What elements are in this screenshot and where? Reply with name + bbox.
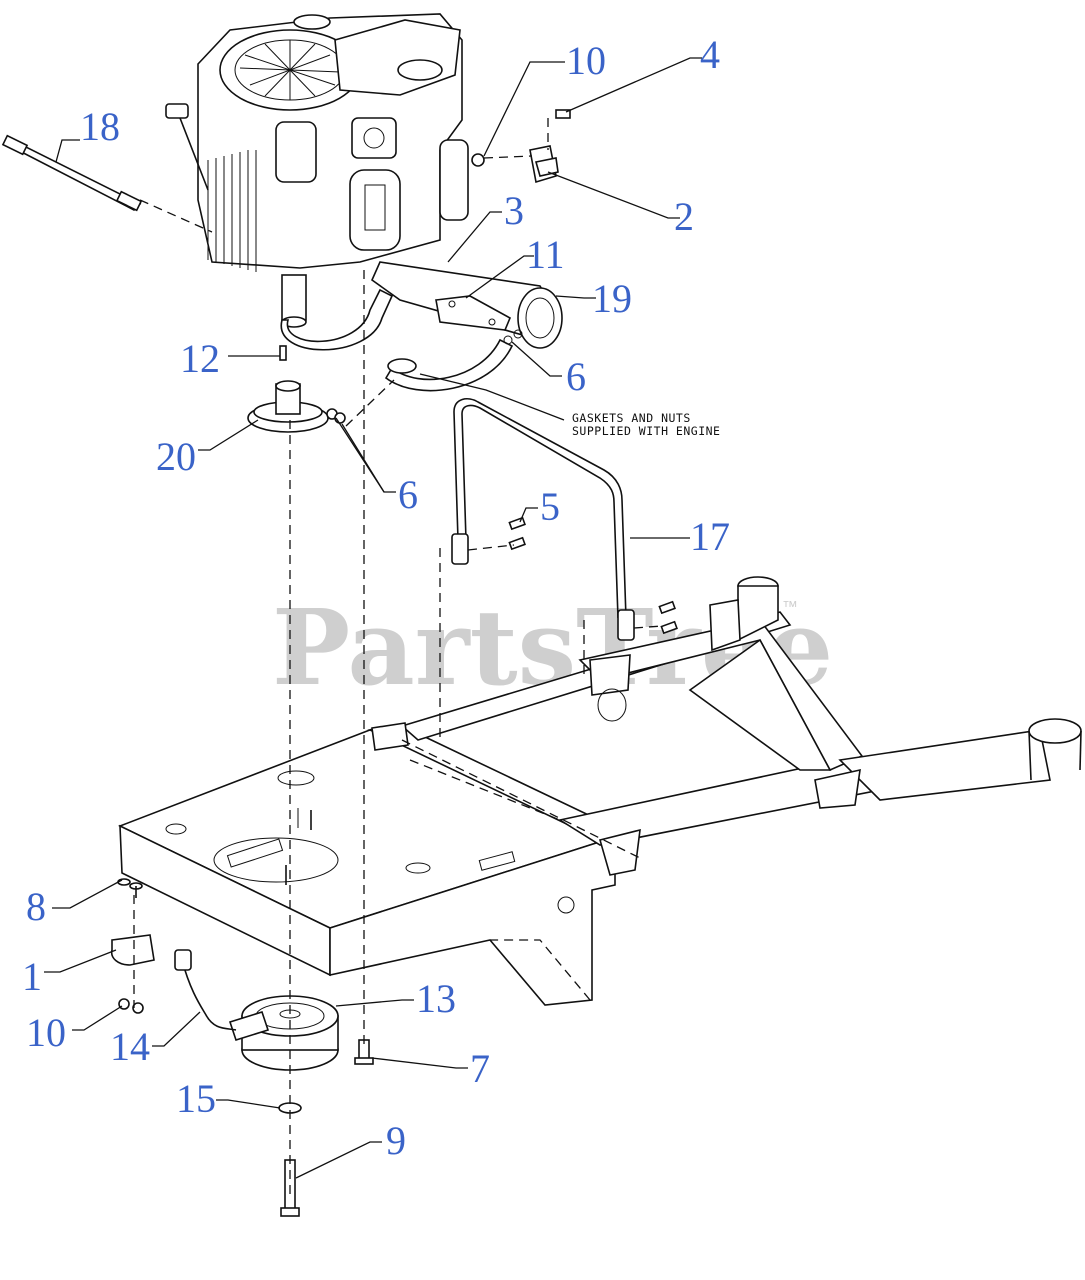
callout-4[interactable]: 4 [700,32,720,77]
callout-12[interactable]: 12 [180,336,220,381]
callout-18[interactable]: 18 [80,104,120,149]
callout-10-top[interactable]: 10 [566,38,606,83]
callouts: 18 10 4 2 3 11 19 6 12 20 6 5 17 8 1 10 … [22,32,730,1163]
callout-2[interactable]: 2 [674,194,694,239]
callout-3[interactable]: 3 [504,188,524,233]
note-line-2: SUPPLIED WITH ENGINE [572,424,720,438]
callout-11[interactable]: 11 [526,232,565,277]
note-line-1: GASKETS AND NUTS [572,411,691,425]
callout-7[interactable]: 7 [470,1046,490,1091]
callout-19[interactable]: 19 [592,276,632,321]
callout-6-upper[interactable]: 6 [566,354,586,399]
frame [117,576,1082,1006]
guard-rod [451,398,635,641]
callout-20[interactable]: 20 [156,434,196,479]
callout-10-bottom[interactable]: 10 [26,1010,66,1055]
callout-13[interactable]: 13 [416,976,456,1021]
engine-pulley [247,345,346,433]
fuel-line-part-18 [1,134,143,212]
engine-note: GASKETS AND NUTS SUPPLIED WITH ENGINE [572,411,720,438]
bracket-part-2 [471,109,571,184]
callout-1[interactable]: 1 [22,954,42,999]
callout-14[interactable]: 14 [110,1024,150,1069]
watermark-trademark: ™ [782,599,798,616]
callout-17[interactable]: 17 [690,514,730,559]
callout-5[interactable]: 5 [540,484,560,529]
muffler-assembly [280,261,563,392]
callout-15[interactable]: 15 [176,1076,216,1121]
callout-8[interactable]: 8 [26,884,46,929]
callout-6-lower[interactable]: 6 [398,472,418,517]
bracket-part-1 [110,878,155,1014]
engine [165,13,469,328]
callout-9[interactable]: 9 [386,1118,406,1163]
leader-lines [44,57,702,1179]
alignment-lines [133,118,663,1200]
pto-clutch [174,949,339,1071]
